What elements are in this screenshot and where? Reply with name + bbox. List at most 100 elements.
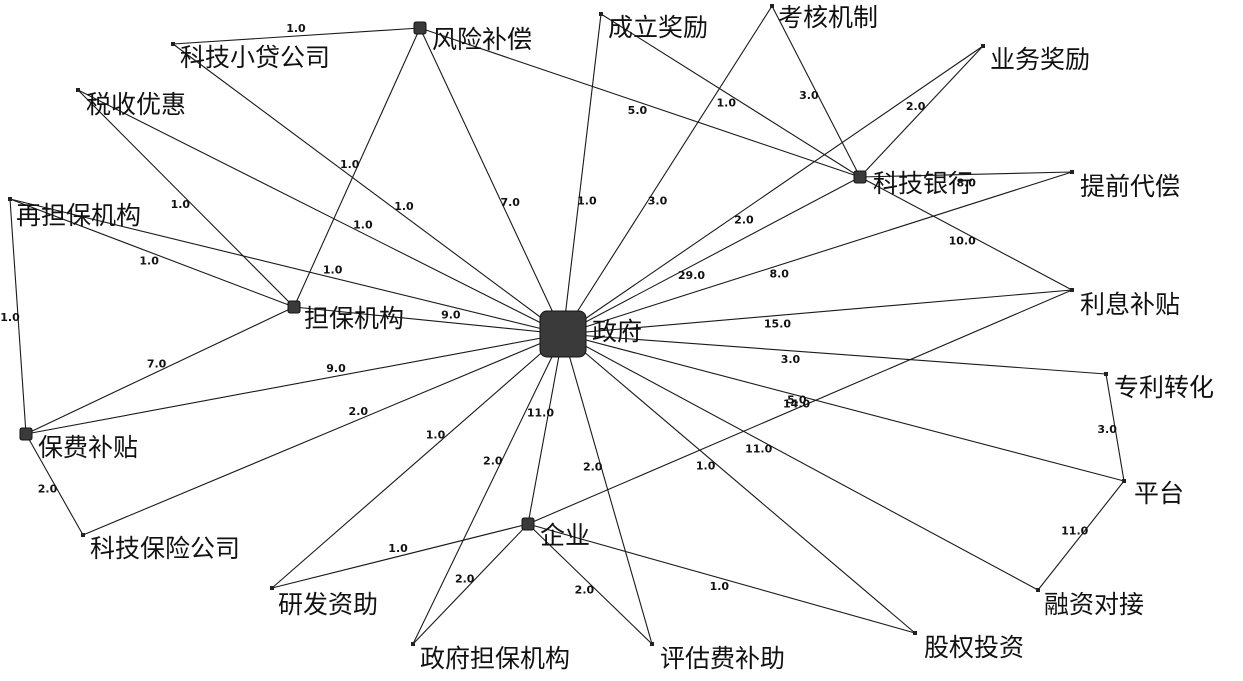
edge-weight-kjyh-tqdc: 8.0 <box>956 176 976 189</box>
node-cljl-label: 成立奖励 <box>608 13 708 42</box>
node-tqdc-label: 提前代偿 <box>1080 172 1180 201</box>
node-kjbx-marker <box>81 533 85 537</box>
node-dbjg-marker <box>287 300 301 314</box>
edge-weight-gov-fxbc: 7.0 <box>500 196 520 209</box>
edge-weight-fxbc-kjyh: 5.0 <box>628 104 648 117</box>
node-zdbjg-marker <box>8 197 12 201</box>
edge-weight-gov-kjyh: 29.0 <box>678 269 705 282</box>
edge-gov-dbjg <box>293 306 564 335</box>
node-tqdc-marker <box>1070 170 1074 174</box>
edge-gov-ssyh <box>77 89 564 335</box>
edge-weight-gov-bfbt: 9.0 <box>326 362 346 375</box>
edge-weight-lxbt-qy: 5.0 <box>787 394 807 407</box>
node-kjxd-marker <box>171 42 175 46</box>
node-kjbx-label: 科技保险公司 <box>90 534 240 563</box>
edge-gov-qy <box>527 333 564 525</box>
node-ssyh-label: 税收优惠 <box>86 90 186 119</box>
edge-weight-qy-yfzz: 1.0 <box>388 542 408 555</box>
edge-gov-pt <box>562 333 1125 482</box>
edge-zdbjg-dbjg <box>9 198 295 308</box>
node-qy-marker <box>521 517 535 531</box>
edge-weight-fxbc-dbjg: 1.0 <box>340 158 360 171</box>
edge-gov-fxbc <box>419 27 564 335</box>
node-gqtz-marker <box>913 631 917 635</box>
node-bfbt-label: 保费补贴 <box>38 433 138 462</box>
edge-qy-zfdb <box>412 523 529 645</box>
edge-weight-gov-lxbt: 15.0 <box>764 317 791 330</box>
edge-weight-bfbt-kjbx: 2.0 <box>38 482 58 495</box>
edge-qy-pgf <box>527 523 653 645</box>
edge-gov-pgf <box>562 333 653 645</box>
node-pgf-label: 评估费补助 <box>660 644 785 673</box>
edge-gov-bfbt <box>25 333 564 435</box>
node-gov-label: 政府 <box>592 317 642 346</box>
edge-ssyh-dbjg <box>77 89 295 308</box>
node-qy-label: 企业 <box>540 521 590 550</box>
edge-weight-fxbc-kjxd: 1.0 <box>286 22 306 35</box>
edge-cljl-kjyh <box>600 13 861 178</box>
edge-qy-yfzz <box>271 523 529 589</box>
edge-weight-gov-dbjg: 9.0 <box>441 309 461 322</box>
edge-zlzh-pt <box>1105 373 1125 482</box>
edge-kjyh-tqdc <box>859 171 1073 178</box>
edge-weight-cljl-kjyh: 1.0 <box>716 96 736 109</box>
edge-weight-kjyh-lxbt: 10.0 <box>949 235 976 248</box>
edge-gov-kjxd <box>172 43 564 335</box>
edge-weight-dbjg-bfbt: 7.0 <box>147 357 167 370</box>
edge-gov-zfdb <box>412 333 564 645</box>
edge-gov-zdbjg <box>9 198 564 335</box>
edge-weights-layer: 1.0 7.0 1.0 3.0 2.0 1.0 29.0 8.0 1.0 9.0 15.0 3.0 9.… <box>0 22 1117 597</box>
edge-kjyh-lxbt <box>859 176 1073 291</box>
node-rzdj-marker <box>1036 588 1040 592</box>
edge-gov-yfzz <box>271 333 564 589</box>
edge-gov-khjz <box>562 5 773 335</box>
node-lxbt-marker <box>1070 288 1074 292</box>
node-dbjg-label: 担保机构 <box>304 304 404 333</box>
edge-weight-gov-zdbjg: 1.0 <box>323 264 343 277</box>
edge-weight-zdbjg-dbjg: 1.0 <box>139 254 159 267</box>
node-pt-label: 平台 <box>1134 479 1184 508</box>
edge-weight-gov-ywjl: 2.0 <box>734 214 754 227</box>
node-cljl-marker <box>599 12 603 16</box>
edge-weight-gov-kjxd: 1.0 <box>394 200 414 213</box>
edge-weight-ssyh-dbjg: 1.0 <box>171 198 191 211</box>
edge-fxbc-kjyh <box>419 27 861 178</box>
edge-weight-gov-pt: 14.0 <box>783 397 810 410</box>
edge-khjz-kjyh <box>771 5 861 178</box>
edge-weight-gov-zfdb: 2.0 <box>483 455 503 468</box>
node-zfdb-marker <box>411 642 415 646</box>
edge-gov-lxbt <box>562 289 1073 335</box>
edge-weight-ywjl-kjyh: 2.0 <box>906 100 926 113</box>
node-pt-marker <box>1122 479 1126 483</box>
edge-gov-rzdj <box>562 333 1039 591</box>
node-zlzh-label: 专利转化 <box>1114 373 1214 402</box>
edge-gov-kjbx <box>82 333 564 536</box>
edge-weight-gov-yfzz: 1.0 <box>426 429 446 442</box>
node-khjz-label: 考核机制 <box>778 3 878 32</box>
node-lxbt-label: 利息补贴 <box>1080 290 1180 319</box>
edge-weight-gov-pgf: 2.0 <box>583 460 603 473</box>
node-zfdb-label: 政府担保机构 <box>420 644 570 673</box>
edge-zdbjg-bfbt <box>9 198 27 435</box>
edge-weight-gov-ssyh: 1.0 <box>353 218 373 231</box>
edge-dbjg-bfbt <box>25 306 295 435</box>
node-ywjl-marker <box>981 44 985 48</box>
edge-weight-qy-gqtz: 1.0 <box>710 580 730 593</box>
node-kjyh-label: 科技银行 <box>873 169 973 198</box>
edge-weight-gov-khjz: 3.0 <box>648 195 668 208</box>
node-kjxd-label: 科技小贷公司 <box>180 43 330 72</box>
edge-fxbc-dbjg <box>293 27 421 308</box>
edge-weight-qy-pgf: 2.0 <box>575 584 595 597</box>
edge-gov-tqdc <box>562 171 1073 335</box>
edge-weight-gov-tqdc: 8.0 <box>769 268 789 281</box>
edge-weight-gov-kjbx: 2.0 <box>349 405 369 418</box>
edge-weight-zlzh-pt: 3.0 <box>1097 423 1117 436</box>
edge-gov-gqtz <box>562 333 916 634</box>
node-bfbt-marker <box>19 427 33 441</box>
node-zdbjg-label: 再担保机构 <box>16 201 141 230</box>
node-zlzh-marker <box>1104 372 1108 376</box>
edge-gov-cljl <box>562 13 602 335</box>
node-kjyh-marker <box>853 170 867 184</box>
